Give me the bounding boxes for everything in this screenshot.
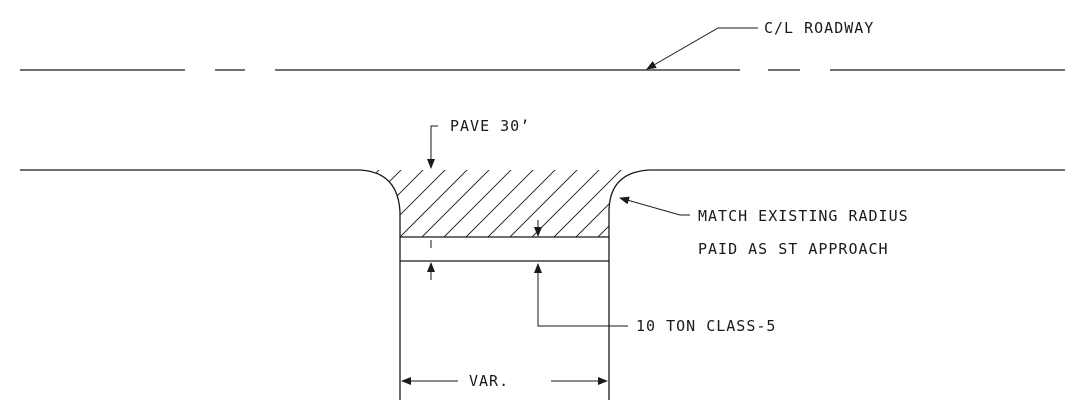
aggregate-label: 10 TON CLASS-5 [636, 317, 776, 335]
radius-label-line1: MATCH EXISTING RADIUS [698, 207, 909, 225]
radius-leader [619, 196, 690, 216]
pavement-hatching [360, 170, 650, 237]
aggregate-leader [534, 263, 628, 327]
centerline-leader [646, 27, 758, 70]
pave-label: PAVE 30’ [450, 117, 530, 135]
centerline-label: C/L ROADWAY [764, 19, 874, 37]
approach-pavement [359, 169, 651, 400]
pave-leader [427, 125, 438, 169]
pavement-thickness-dimension [427, 220, 542, 280]
radius-label-line2: PAID AS ST APPROACH [698, 240, 889, 258]
width-label: VAR. [469, 372, 509, 390]
